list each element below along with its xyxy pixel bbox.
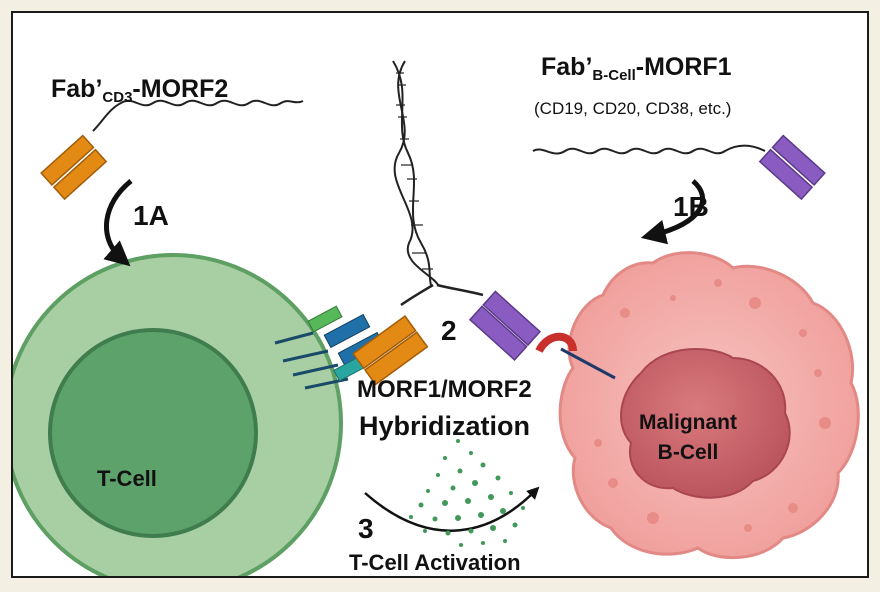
fab-cd3-bound xyxy=(352,315,429,386)
fab-bcell-morf1-free xyxy=(532,134,826,201)
fab-bcell-label: Fab’B-Cell-MORF1 xyxy=(541,53,732,84)
t-cell-label: T-Cell xyxy=(97,466,157,491)
step-arrows xyxy=(103,179,705,532)
fab-bcell-bound xyxy=(468,290,616,380)
b-cell-label-line1: Malignant xyxy=(639,411,737,434)
step-1b-label: 1B xyxy=(673,191,709,222)
t-cell xyxy=(13,253,343,576)
step-1a-label: 1A xyxy=(133,200,169,231)
fab-cd3-label: Fab’CD3-MORF2 xyxy=(51,75,229,106)
malignant-b-cell xyxy=(558,251,860,560)
b-cell-label-line2: B-Cell xyxy=(657,441,719,464)
step-3-label: 3 xyxy=(358,513,374,544)
target-antigens-label: (CD19, CD20, CD38, etc.) xyxy=(534,99,732,118)
morf-linkers xyxy=(400,283,484,307)
activation-label: T-Cell Activation xyxy=(349,550,521,575)
fab-cd3-morf2-free xyxy=(40,99,304,201)
activation-dots xyxy=(409,439,525,547)
step-2-label: 2 xyxy=(441,315,457,346)
hybridization-label-line1: MORF1/MORF2 xyxy=(357,376,532,403)
figure-frame: Fab’CD3-MORF2 Fab’B-Cell-MORF1 (CD19, CD… xyxy=(11,11,869,578)
diagram-graphics xyxy=(13,60,860,576)
dna-helix xyxy=(392,60,439,286)
hybridization-label-line2: Hybridization xyxy=(359,411,531,441)
